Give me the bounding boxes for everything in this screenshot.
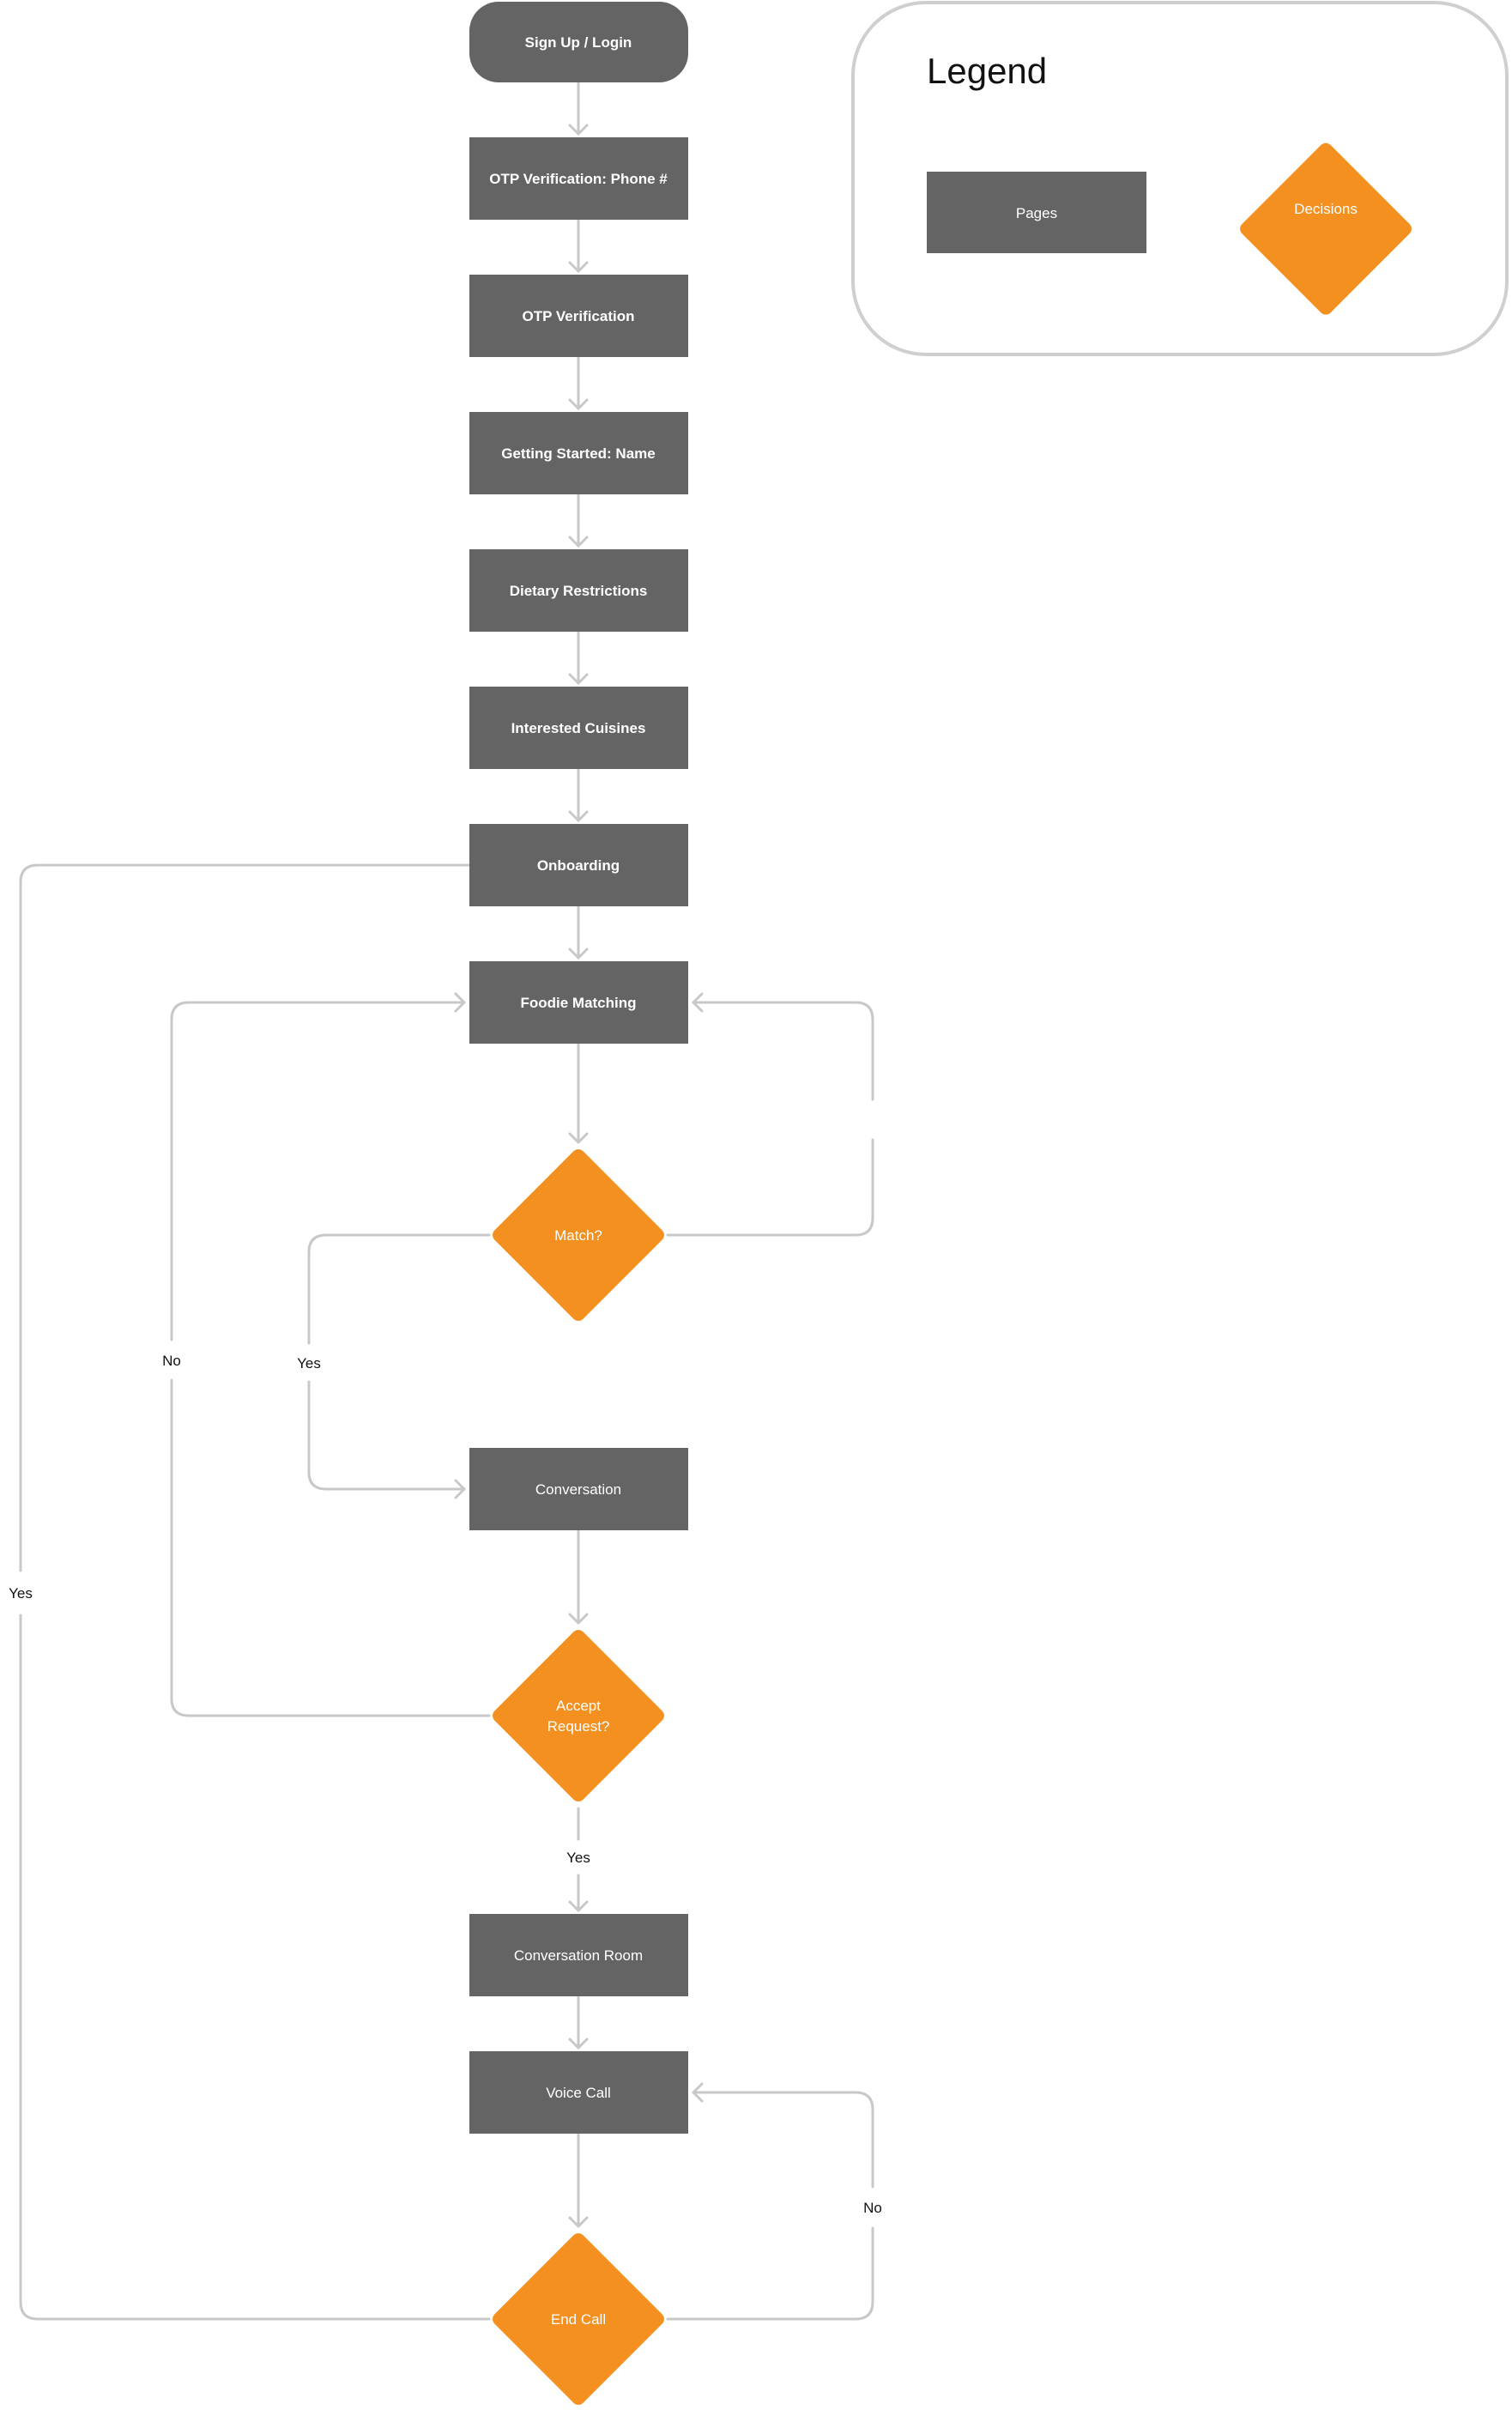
legend-title: Legend <box>927 51 1047 91</box>
svg-text:Sign Up / Login: Sign Up / Login <box>525 34 632 51</box>
arrowhead <box>568 261 589 273</box>
arrowhead <box>568 810 589 822</box>
svg-text:Onboarding: Onboarding <box>537 857 620 874</box>
arrowhead <box>568 1613 589 1625</box>
edge-accept-no-foodie-matching-upper <box>170 1001 466 1341</box>
svg-text:Interested Cuisines: Interested Cuisines <box>511 720 646 736</box>
svg-text:Getting Started: Name: Getting Started: Name <box>501 445 655 462</box>
node-voice-call: Voice Call <box>469 2051 688 2134</box>
connectors <box>19 82 874 2321</box>
label-accept-no: No <box>162 1353 181 1369</box>
svg-text:OTP Verification: OTP Verification <box>522 308 634 324</box>
node-otp-verification-phone: OTP Verification: Phone # <box>469 137 688 220</box>
label-match-yes: Yes <box>297 1355 321 1372</box>
arrowhead <box>568 1900 589 1912</box>
legend-decisions-label: Decisions <box>1294 201 1358 217</box>
arrowhead <box>568 1132 589 1144</box>
svg-text:End Call: End Call <box>551 2311 606 2328</box>
legend-pages-label: Pages <box>1016 205 1057 221</box>
legend-page-swatch <box>927 172 1146 253</box>
edge-accept-no-foodie-matching <box>170 1378 491 1717</box>
edge-end-call-yes-onboarding-upper <box>19 863 487 1572</box>
arrowhead <box>568 124 589 136</box>
legend-decision-swatch <box>1240 142 1412 315</box>
svg-text:Conversation: Conversation <box>535 1481 621 1498</box>
arrowhead <box>568 2038 589 2050</box>
svg-text:Conversation Room: Conversation Room <box>514 1947 643 1964</box>
node-getting-started-name: Getting Started: Name <box>469 412 688 494</box>
arrowhead <box>568 948 589 960</box>
svg-text:OTP Verification: Phone #: OTP Verification: Phone # <box>489 171 668 187</box>
node-interested-cuisines: Interested Cuisines <box>469 687 688 769</box>
decision-nodes: Match? Accept Request? End Call <box>493 1149 664 2405</box>
arrowhead <box>692 992 704 1013</box>
svg-text:Request?: Request? <box>547 1718 610 1735</box>
node-foodie-matching: Foodie Matching <box>469 961 688 1044</box>
node-signup-login: Sign Up / Login <box>469 2 688 82</box>
svg-text:Accept: Accept <box>556 1698 601 1714</box>
arrowhead <box>454 1479 466 1499</box>
arrowhead <box>568 536 589 548</box>
arrowhead <box>692 2082 704 2103</box>
page-nodes: Sign Up / Login OTP Verification: Phone … <box>469 2 688 2134</box>
label-end-call-no: No <box>863 2200 882 2216</box>
edge-end-call-no-voice-call <box>666 2226 874 2321</box>
node-conversation: Conversation <box>469 1448 688 1530</box>
decision-end-call: End Call <box>493 2233 664 2405</box>
arrowhead <box>454 992 466 1013</box>
arrowhead <box>568 673 589 685</box>
edge-match-yes-conversation <box>307 1233 491 1345</box>
decision-accept-request: Accept Request? <box>493 1630 664 1801</box>
svg-text:Dietary Restrictions: Dietary Restrictions <box>510 583 648 599</box>
svg-text:Match?: Match? <box>554 1227 602 1244</box>
svg-text:Voice Call: Voice Call <box>546 2085 611 2101</box>
arrowhead <box>568 398 589 410</box>
node-onboarding: Onboarding <box>469 824 688 906</box>
node-conversation-room: Conversation Room <box>469 1914 688 1996</box>
node-dietary-restrictions: Dietary Restrictions <box>469 549 688 632</box>
edge-end-call-no-voice-call-upper <box>692 2091 874 2189</box>
label-end-call-yes: Yes <box>9 1585 33 1602</box>
node-otp-verification: OTP Verification <box>469 275 688 357</box>
arrowhead <box>568 2216 589 2228</box>
edge-match-no-foodie-matching <box>666 1138 874 1237</box>
edge-match-yes-conversation-lower <box>307 1380 466 1491</box>
edge-labels: Yes No Yes Yes No <box>9 1353 882 2216</box>
decision-match: Match? <box>493 1149 664 1321</box>
svg-text:Foodie Matching: Foodie Matching <box>520 995 636 1011</box>
legend: Legend Pages Decisions <box>851 1 1509 356</box>
edge-match-no-foodie-matching-upper <box>692 1001 874 1101</box>
label-accept-yes: Yes <box>566 1850 590 1866</box>
edge-end-call-yes-onboarding <box>19 1614 491 2321</box>
